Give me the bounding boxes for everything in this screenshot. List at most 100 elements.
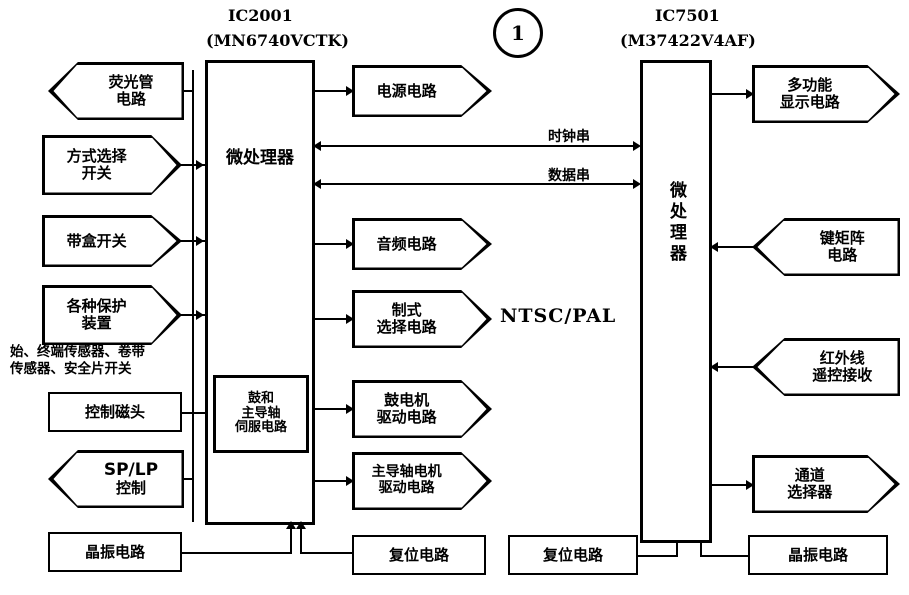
fluorescent-line2: 电路 xyxy=(115,90,146,108)
line-channel-selector xyxy=(712,484,756,486)
capstan-motor-line2: 驱动电路 xyxy=(378,480,435,496)
sp-lp-line1: SP/LP xyxy=(103,460,159,481)
bus-data-label: 数据串 xyxy=(548,168,590,184)
block-crystal-oscillator-right: 晶振电路 xyxy=(748,535,888,575)
block-audio-circuit: 音频电路 xyxy=(352,218,492,270)
multifunction-display-line1: 多功能 xyxy=(787,76,833,95)
arrow-mode-select xyxy=(196,160,204,170)
sensor-note: 始、终端传感器、卷带 传感器、安全片开关 xyxy=(10,344,145,378)
line-mode-select xyxy=(180,164,206,166)
channel-selector-line1: 通道 xyxy=(794,466,825,485)
control-head-line1: 控制磁头 xyxy=(84,402,145,421)
line-key-matrix xyxy=(712,246,756,248)
line-system-select xyxy=(315,318,355,320)
reset-right-line1: 复位电路 xyxy=(542,545,603,564)
arrow-clock-right xyxy=(633,141,641,151)
protection-line2: 装置 xyxy=(81,314,112,332)
arrow-capstan-motor xyxy=(346,476,354,486)
block-crystal-oscillator-left: 晶振电路 xyxy=(48,532,182,572)
capstan-motor-line1: 主导轴电机 xyxy=(371,464,442,481)
servo-line3: 伺服电路 xyxy=(234,420,287,436)
line-crystal-left-h xyxy=(180,552,292,554)
line-reset-left-h xyxy=(300,552,354,554)
key-matrix-line2: 电路 xyxy=(827,246,858,264)
sp-lp-line2: 控制 xyxy=(115,479,146,498)
block-reset-circuit-right: 复位电路 xyxy=(508,535,638,575)
block-reset-circuit-left: 复位电路 xyxy=(352,535,486,575)
line-audio xyxy=(315,243,355,245)
drum-motor-line2: 驱动电路 xyxy=(376,408,437,426)
line-protection xyxy=(180,314,206,316)
line-drum-motor xyxy=(309,408,355,410)
block-control-head: 控制磁头 xyxy=(48,392,182,432)
arrow-clock-left xyxy=(313,141,321,151)
block-key-matrix-circuit: 键矩阵 电路 xyxy=(752,218,900,276)
block-power-supply-circuit: 电源电路 xyxy=(352,65,492,117)
servo-line1: 鼓和 xyxy=(247,391,274,407)
drum-capstan-servo-block: 鼓和 主导轴 伺服电路 xyxy=(213,375,309,453)
mode-select-line2: 开关 xyxy=(81,164,112,182)
ic2001-title-line1: IC2001 xyxy=(228,6,293,25)
ir-remote-line2: 遥控接收 xyxy=(812,366,873,384)
mode-select-line1: 方式选择 xyxy=(66,147,127,166)
servo-line2: 主导轴 xyxy=(241,405,281,421)
crystal-left-line1: 晶振电路 xyxy=(84,542,145,561)
block-multifunction-display-circuit: 多功能 显示电路 xyxy=(752,65,900,123)
ic2001-label: 微处理器 xyxy=(226,148,294,168)
arrow-key-matrix xyxy=(710,242,718,252)
arrow-ir-remote xyxy=(710,362,718,372)
channel-selector-line2: 选择器 xyxy=(787,483,833,501)
ic2001-title-line2: (MN6740VCTK) xyxy=(206,31,349,50)
cassette-switch-line1: 带盒开关 xyxy=(66,231,127,250)
line-power-supply xyxy=(315,90,355,92)
ic7501-title-line1: IC7501 xyxy=(655,6,720,25)
bus-data-line xyxy=(317,183,639,185)
ir-remote-line1: 红外线 xyxy=(819,349,865,368)
sensor-note-line2: 传感器、安全片开关 xyxy=(10,360,132,377)
line-crystal-right-h xyxy=(700,555,750,557)
multifunction-display-line2: 显示电路 xyxy=(779,93,840,111)
arrow-system-select xyxy=(346,314,354,324)
line-reset-right-v xyxy=(676,543,678,556)
block-system-select-circuit: 制式 选择电路 xyxy=(352,290,492,348)
ic2001-microprocessor-block: 微处理器 xyxy=(205,60,315,525)
line-reset-left-v xyxy=(300,527,302,553)
block-capstan-motor-drive-circuit: 主导轴电机 驱动电路 xyxy=(352,452,492,510)
sensor-note-line1: 始、终端传感器、卷带 xyxy=(10,344,145,360)
block-sp-lp-control: SP/LP 控制 xyxy=(48,450,184,508)
left-bus-vertical xyxy=(192,70,194,522)
arrow-data-right xyxy=(633,179,641,189)
line-reset-right-h xyxy=(636,555,678,557)
ic7501-microprocessor-block: 微处理器 xyxy=(640,60,712,543)
power-supply-line1: 电源电路 xyxy=(376,81,437,100)
arrow-drum-motor xyxy=(346,404,354,414)
line-fluorescent xyxy=(178,90,194,92)
arrow-power-supply xyxy=(346,86,354,96)
system-select-line1: 制式 xyxy=(391,301,422,320)
block-fluorescent-display-circuit: 荧光管 电路 xyxy=(48,62,184,120)
line-cassette-switch xyxy=(180,240,206,242)
arrow-crystal-left xyxy=(286,521,296,529)
bus-clock-line xyxy=(317,145,639,147)
line-crystal-left-v xyxy=(290,527,292,553)
line-control-head xyxy=(180,412,216,414)
line-crystal-right-v xyxy=(700,543,702,556)
arrow-data-left xyxy=(313,179,321,189)
system-select-line2: 选择电路 xyxy=(376,318,437,336)
bus-clock-label: 时钟串 xyxy=(548,129,590,145)
video-standard-label: NTSC/PAL xyxy=(500,305,617,327)
block-infrared-remote-receiver: 红外线 遥控接收 xyxy=(752,338,900,396)
line-ir-remote xyxy=(712,366,756,368)
line-multifunction-display xyxy=(712,93,756,95)
block-drum-motor-drive-circuit: 鼓电机 驱动电路 xyxy=(352,380,492,438)
block-mode-select-switch: 方式选择 开关 xyxy=(42,135,182,195)
reset-left-line1: 复位电路 xyxy=(388,545,449,564)
line-capstan-motor xyxy=(309,480,355,482)
line-sp-lp xyxy=(180,478,194,480)
key-matrix-line1: 键矩阵 xyxy=(819,229,865,248)
ic7501-label: 微处理器 xyxy=(666,181,687,265)
arrow-multifunction-display xyxy=(746,89,754,99)
arrow-protection xyxy=(196,310,204,320)
arrow-audio xyxy=(346,239,354,249)
